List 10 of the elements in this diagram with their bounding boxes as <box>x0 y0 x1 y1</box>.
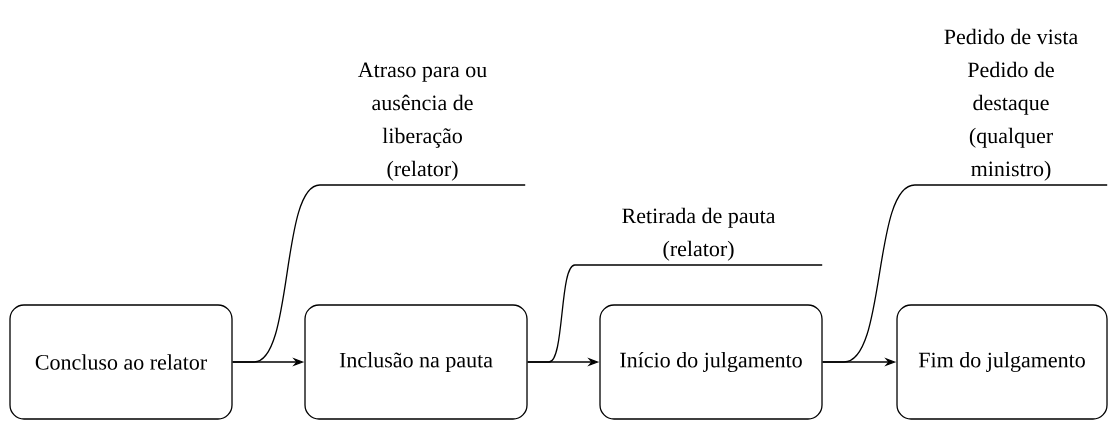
branch-line <box>527 264 823 363</box>
branch-line <box>822 184 1108 363</box>
annotation-text: Atraso para ou ausência de liberação (relator) <box>357 62 487 181</box>
branch-line <box>232 184 526 363</box>
annotation-text: Pedido de vista Pedido de destaque (qualquer ministro) <box>944 28 1078 181</box>
process-box: Inclusão na pauta <box>304 304 528 420</box>
annotation-text: Retirada de pauta (relator) <box>622 207 776 261</box>
process-box: Início do julgamento <box>599 304 823 420</box>
process-box: Fim do julgamento <box>896 304 1108 420</box>
process-box: Concluso ao relator <box>9 304 233 420</box>
